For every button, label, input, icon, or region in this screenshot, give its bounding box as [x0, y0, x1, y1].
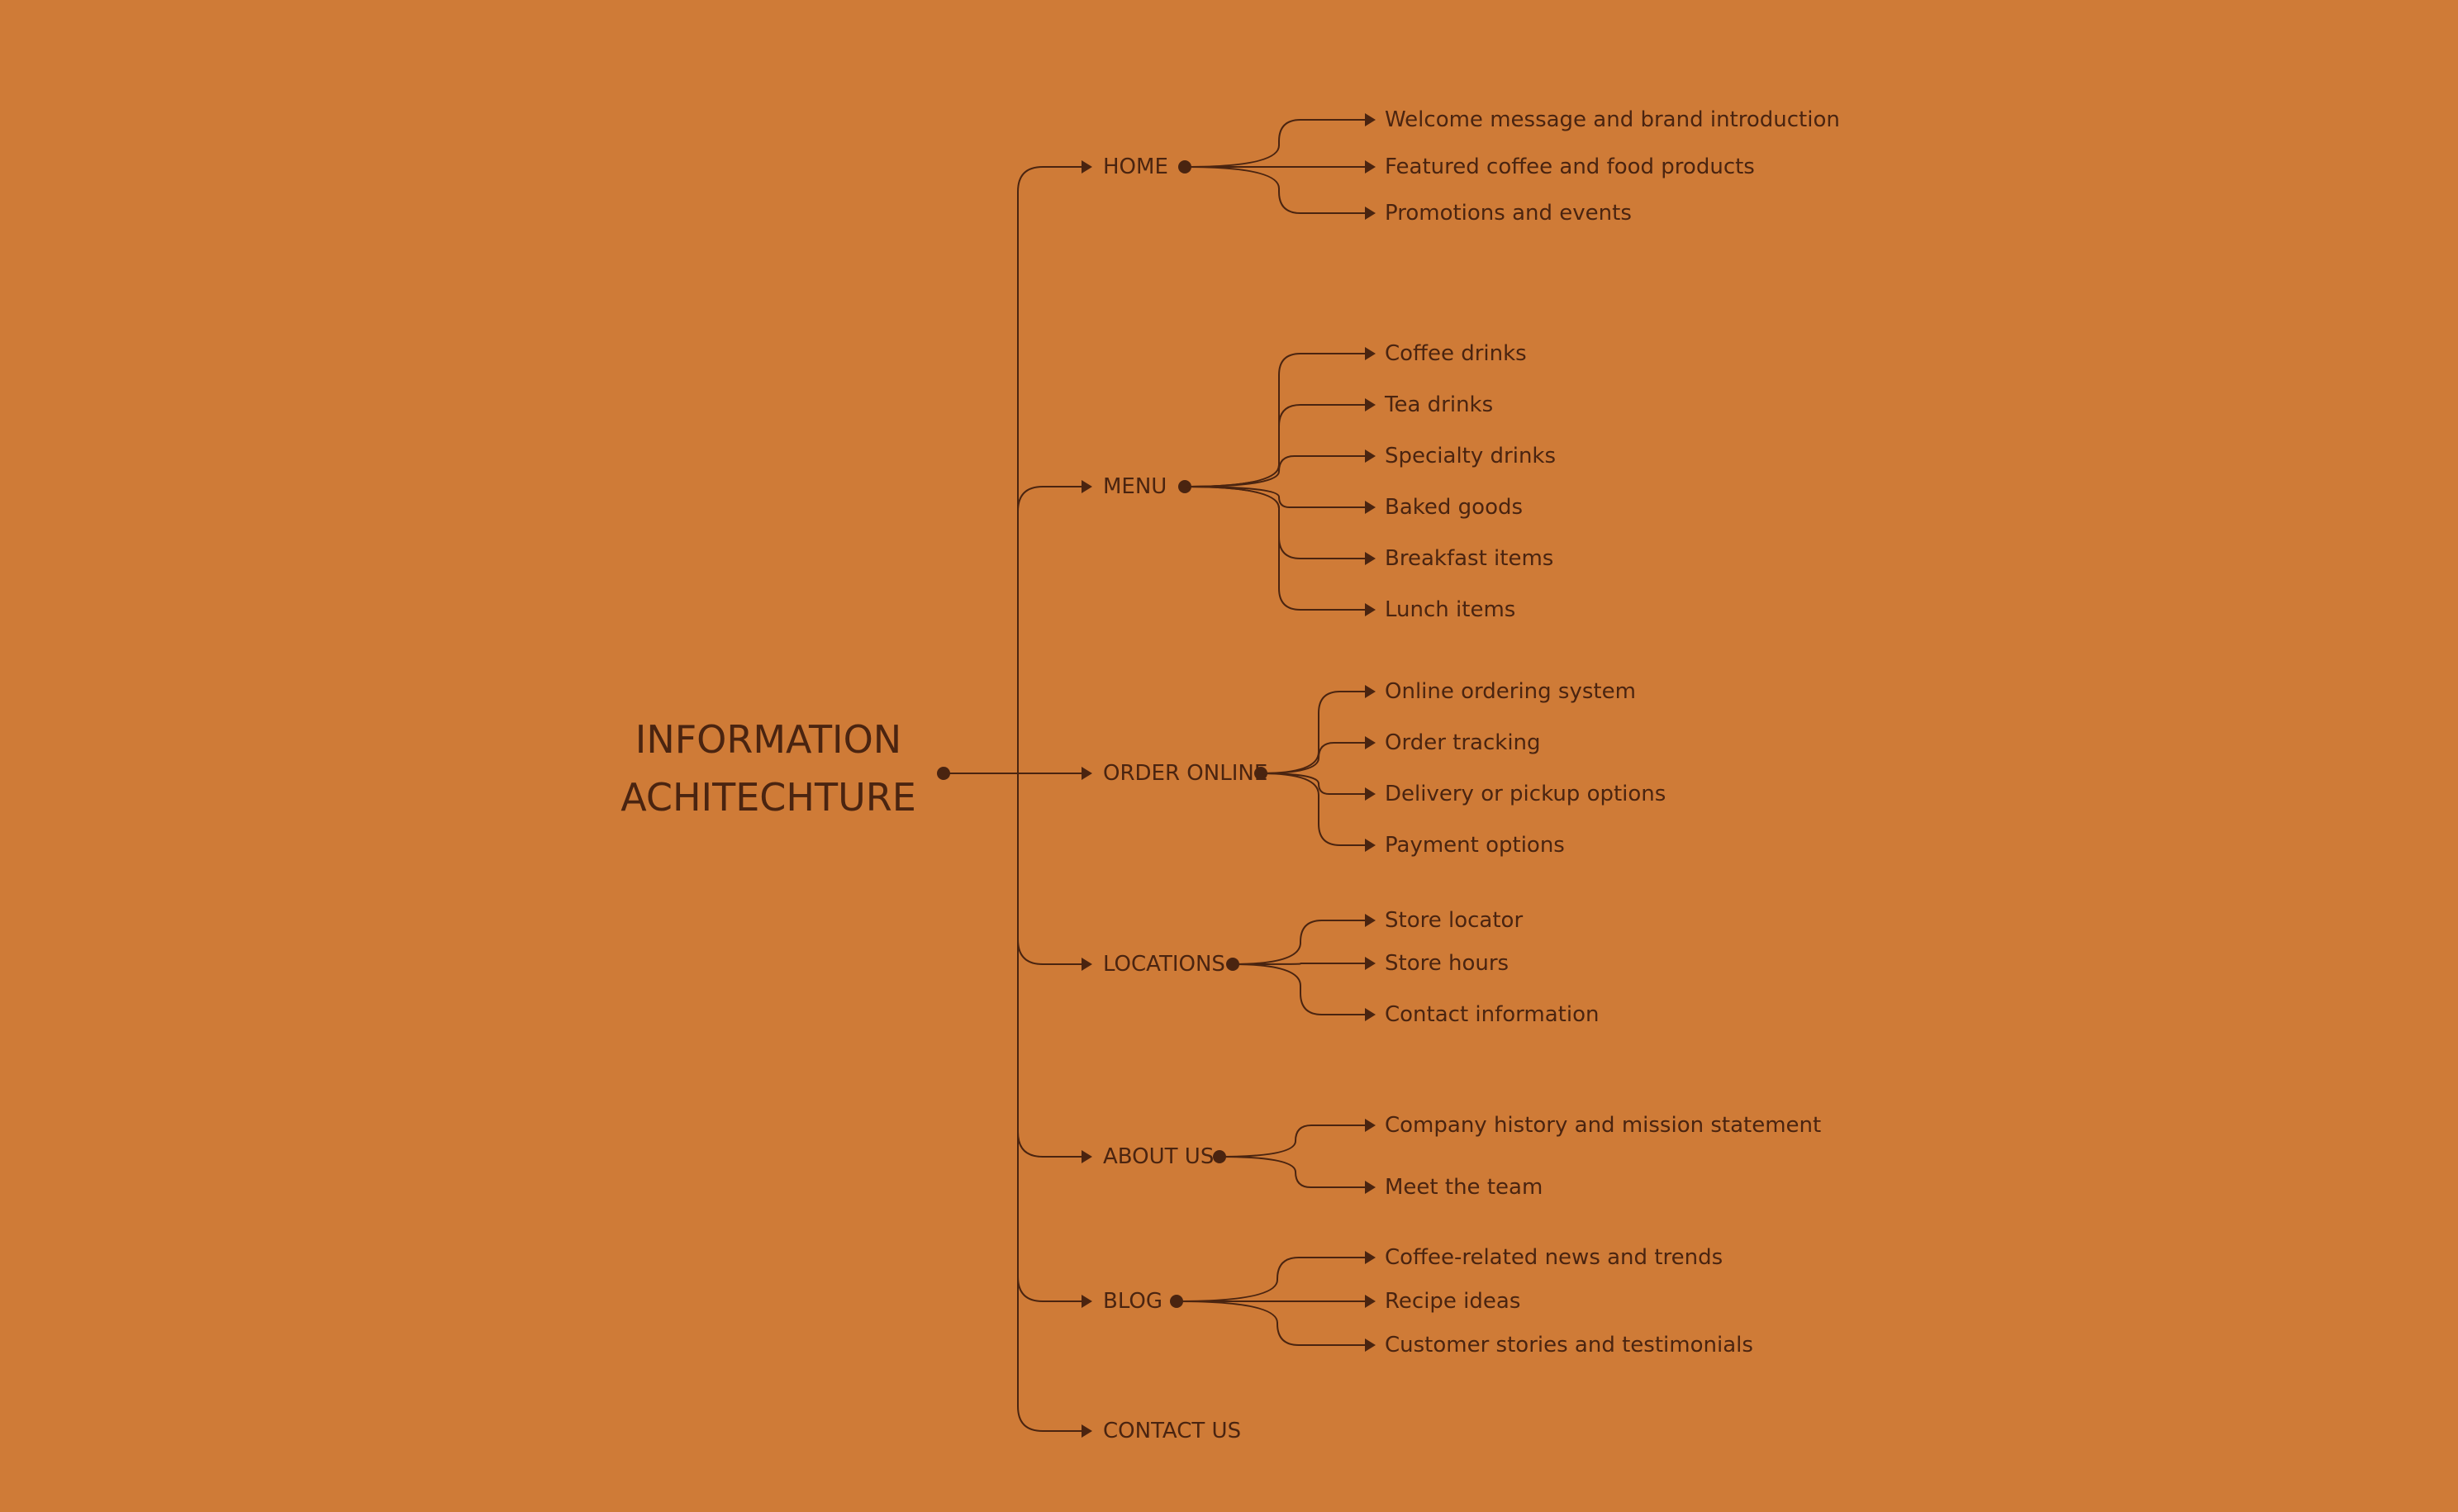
leaf-connector [1184, 353, 1365, 487]
leaf-label: Store locator [1385, 908, 1524, 933]
leaf-arrow [1365, 449, 1376, 463]
root-title-line-2: ACHITECHTURE [620, 775, 916, 820]
section-arrow [1082, 1295, 1092, 1308]
leaf-connector [1232, 920, 1365, 965]
leaf-arrow [1365, 787, 1376, 801]
leaf-arrow [1365, 736, 1376, 749]
leaf-arrow [1365, 1181, 1376, 1194]
leaf-connector [1260, 773, 1365, 846]
leaf-label: Lunch items [1385, 597, 1516, 622]
section-label-blog: BLOG [1103, 1289, 1163, 1314]
leaf-connector [1260, 773, 1365, 795]
leaf-arrow [1365, 113, 1376, 126]
leaf-label: Delivery or pickup options [1385, 782, 1666, 806]
leaf-connector [1176, 1300, 1365, 1346]
leaf-connector [1232, 963, 1365, 965]
section-connector [1016, 166, 1082, 774]
leaf-connector [1184, 486, 1365, 611]
leaf-label: Company history and mission statement [1385, 1113, 1822, 1138]
leaf-label: Recipe ideas [1385, 1289, 1521, 1314]
leaf-arrow [1365, 839, 1376, 852]
leaf-label: Promotions and events [1385, 201, 1632, 226]
leaf-connector [1219, 1156, 1365, 1188]
leaf-connector [1260, 691, 1365, 774]
leaf-arrow [1365, 160, 1376, 174]
leaf-connector [1184, 486, 1365, 559]
leaf-arrow [1365, 1295, 1376, 1308]
leaf-label: Tea drinks [1385, 392, 1494, 417]
leaf-arrow [1365, 501, 1376, 514]
leaf-connector [1176, 1257, 1365, 1302]
leaf-connector [1184, 166, 1365, 214]
leaf-label: Coffee-related news and trends [1385, 1245, 1723, 1270]
leaf-arrow [1365, 1251, 1376, 1264]
section-label-locations: LOCATIONS [1103, 952, 1225, 977]
section-label-home: HOME [1103, 155, 1168, 179]
leaf-arrow [1365, 914, 1376, 927]
leaf-connector [1184, 486, 1365, 508]
section-arrow [1082, 767, 1092, 780]
leaf-connector [1219, 1124, 1365, 1158]
leaf-label: Coffee drinks [1385, 341, 1527, 366]
leaf-arrow [1365, 1008, 1376, 1021]
leaf-connector [1184, 404, 1365, 487]
section-arrow [1082, 160, 1092, 174]
section-label-contact-us: CONTACT US [1103, 1419, 1242, 1443]
section-connector [1016, 773, 1082, 1302]
leaf-label: Baked goods [1385, 495, 1524, 520]
leaf-label: Featured coffee and food products [1385, 155, 1755, 179]
leaf-label: Customer stories and testimonials [1385, 1333, 1753, 1357]
section-arrow [1082, 958, 1092, 971]
leaf-arrow [1365, 957, 1376, 970]
section-arrow [1082, 480, 1092, 493]
section-connector [1016, 773, 1082, 965]
section-connector [1016, 773, 1082, 1432]
leaf-connector [1232, 963, 1365, 1015]
leaf-arrow [1365, 398, 1376, 411]
leaf-arrow [1365, 685, 1376, 698]
section-connector [1016, 486, 1082, 774]
section-label-menu: MENU [1103, 474, 1167, 499]
leaf-connector [1184, 119, 1365, 168]
leaf-arrow [1365, 347, 1376, 360]
leaf-label: Specialty drinks [1385, 444, 1557, 468]
root-node-title: INFORMATION ACHITECHTURE [595, 711, 942, 826]
section-arrow [1082, 1424, 1092, 1438]
section-arrow [1082, 1150, 1092, 1163]
leaf-label: Meet the team [1385, 1175, 1543, 1200]
leaf-arrow [1365, 207, 1376, 220]
leaf-arrow [1365, 603, 1376, 616]
leaf-label: Store hours [1385, 951, 1510, 976]
leaf-arrow [1365, 1338, 1376, 1352]
leaf-connector [1184, 455, 1365, 487]
section-label-order-online: ORDER ONLINE [1103, 761, 1268, 786]
leaf-label: Breakfast items [1385, 546, 1554, 571]
root-title-line-1: INFORMATION [635, 717, 902, 762]
leaf-arrow [1365, 552, 1376, 565]
section-label-about-us: ABOUT US [1103, 1144, 1215, 1169]
leaf-connector [1260, 742, 1365, 774]
leaf-label: Payment options [1385, 833, 1565, 858]
leaf-label: Welcome message and brand introduction [1385, 107, 1840, 132]
leaf-label: Online ordering system [1385, 679, 1636, 704]
leaf-arrow [1365, 1119, 1376, 1132]
leaf-label: Contact information [1385, 1002, 1600, 1027]
leaf-label: Order tracking [1385, 730, 1541, 755]
